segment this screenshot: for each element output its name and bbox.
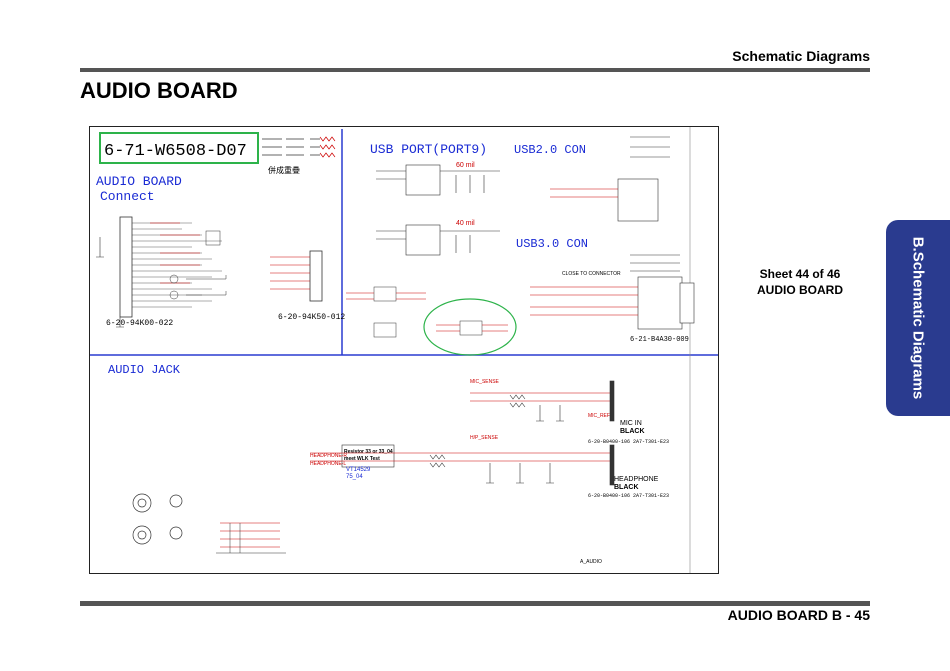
usb-port-esd [346,286,426,338]
sheet-info: Sheet 44 of 46 AUDIO BOARD [740,266,860,298]
sheet-info-line1: Sheet 44 of 46 [759,267,841,281]
mic-circuit [470,380,615,422]
schematic-sheet: 6-71-W6508-D07 併成重疊 AUDIO BOARD Connect [89,126,719,574]
usb3-con-title: USB3.0 CON [516,237,588,251]
mic-color: BLACK [620,428,645,435]
highlight-ellipse [423,298,517,356]
usb2-connector [550,136,670,222]
header-rule [80,68,870,72]
net-hp-r: HEADPHONE-R [310,453,347,459]
side-tab-label: B.Schematic Diagrams [909,236,927,400]
side-tab: B.Schematic Diagrams [886,220,950,416]
mic-label: MIC IN [620,420,642,427]
top-resistors [262,136,336,158]
mid-connector-symbol [270,250,323,302]
usb-port-mil1: 60 mil [456,162,475,169]
net-hp-sense: H/P_SENSE [470,435,499,441]
schematic-drawing: 6-71-W6508-D07 併成重疊 AUDIO BOARD Connect [90,127,718,573]
net-mic-sense: MIC_SENSE [470,379,500,385]
resistor-value1: VT14529 [346,467,371,473]
merge-note: 併成重疊 [268,165,300,175]
net-hp-l: HEADPHONE-L [310,461,346,467]
hp-pn: 6-20-B0400-106 2A7-T301-E23 [588,493,669,499]
audio-board-connect-line1: AUDIO BOARD [96,174,182,189]
hp-label: HEADPHONE [614,476,659,483]
page-title: AUDIO BOARD [80,78,238,103]
header-section-title: Schematic Diagrams [732,48,870,64]
resistor-note-box [341,444,395,468]
footer-label: AUDIO BOARD B - 45 [727,607,870,623]
usb3-pn: 6-21-B4A30-009 [630,336,689,344]
hp-color: BLACK [614,484,639,491]
usb3-connector [530,254,695,330]
mid-connector-pn: 6-20-94K50-012 [278,313,345,322]
resistor-note-line1: Resistor 33 or 33_04 [344,449,393,455]
sheet-info-line2: AUDIO BOARD [757,283,843,297]
highlight-content [436,320,508,336]
resistor-note-line2: meet WLK Test [344,456,380,462]
usb-port-ics [376,164,500,256]
resistor-value2: 75_04 [346,474,363,480]
net-mic-ref: MIC_REF [588,413,610,419]
usb-port-mil2: 40 mil [456,220,475,227]
usb3-close-note: CLOSE TO CONNECTOR [562,271,621,277]
audio-jack-title: AUDIO JACK [108,363,181,377]
mounting-holes [132,493,183,545]
a-audio-label: A_AUDIO [580,559,602,565]
capacitor-array [216,522,286,554]
mic-pn: 6-20-B0400-106 2A7-T301-E23 [588,439,669,445]
usb-port-title: USB PORT(PORT9) [370,142,487,157]
usb2-con-title: USB2.0 CON [514,143,586,157]
footer-rule [80,601,870,606]
audio-board-connect-line2: Connect [100,189,155,204]
left-connector-symbol [96,216,222,328]
headphone-circuit [310,444,615,486]
left-connector-components [169,230,227,300]
part-number-box [99,132,259,164]
left-connector-pn: 6-20-94K00-022 [106,319,173,328]
part-number: 6-71-W6508-D07 [104,142,247,161]
